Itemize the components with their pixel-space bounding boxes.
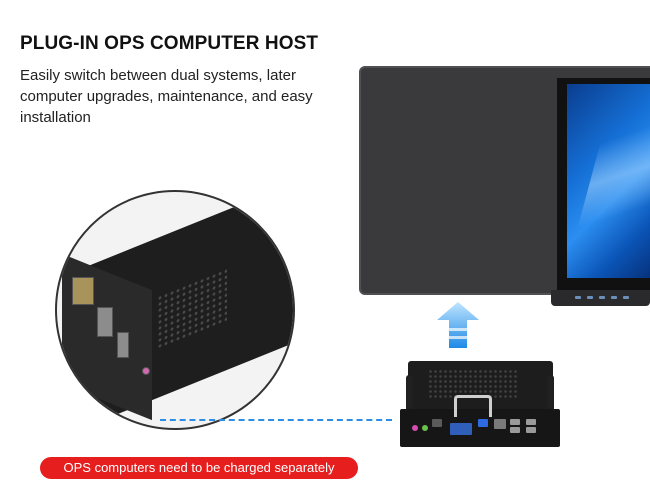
page-title: PLUG-IN OPS COMPUTER HOST [20, 33, 319, 54]
audio-jack [142, 367, 150, 375]
connector-port [97, 307, 113, 337]
up-arrow-icon [437, 302, 479, 348]
serial-port [72, 277, 94, 305]
display-bezel-buttons [551, 290, 650, 306]
ops-body [408, 361, 553, 409]
ops-closeup-image [55, 190, 295, 430]
callout-dashed-line [160, 419, 392, 421]
antenna-left [406, 375, 413, 433]
display-panel-image [359, 66, 650, 295]
feature-description: Easily switch between dual systems, late… [20, 67, 313, 126]
charging-note-badge: OPS computers need to be charged separat… [40, 457, 358, 479]
ops-computer-image [400, 355, 560, 455]
ops-io-panel [400, 409, 560, 447]
ops-handle [454, 395, 492, 417]
antenna-right [547, 375, 554, 433]
connector-port [117, 332, 129, 358]
